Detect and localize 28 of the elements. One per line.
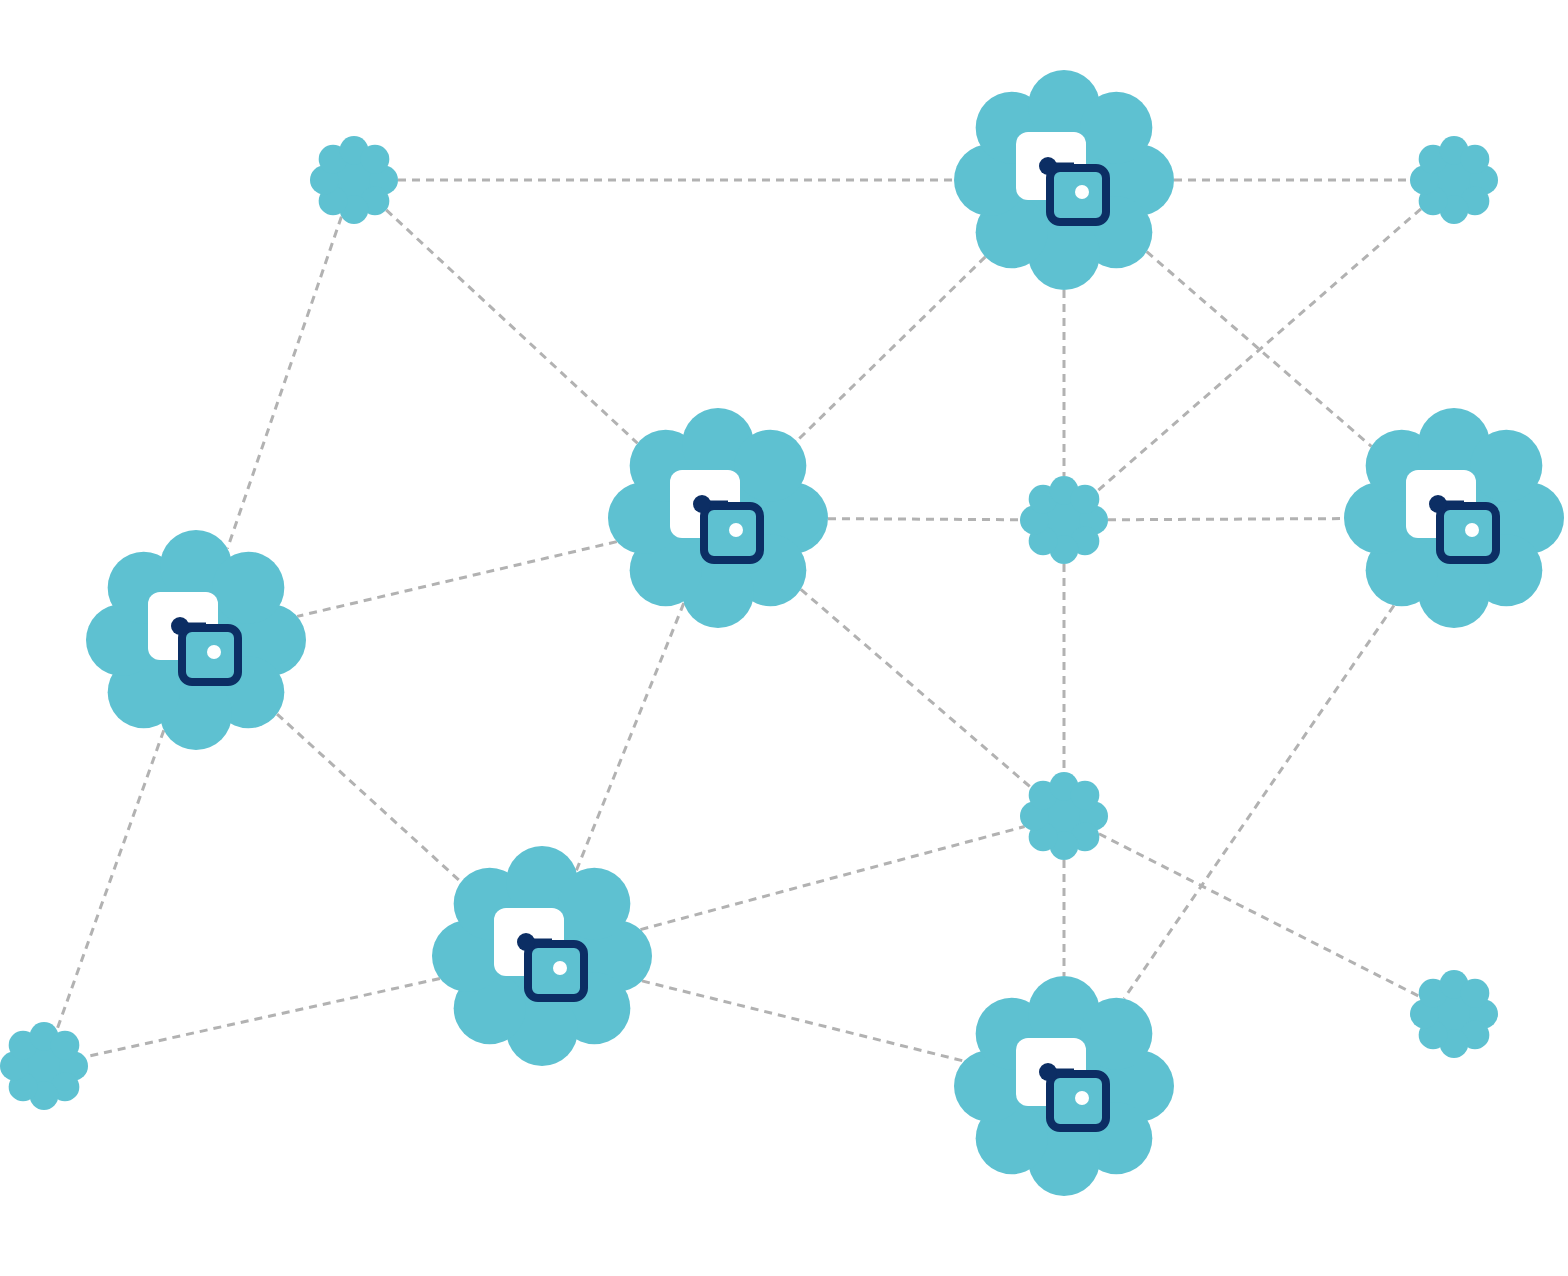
connector-line <box>1096 207 1422 493</box>
flower-node <box>1020 476 1108 564</box>
connector-line <box>84 977 441 1059</box>
connector-line <box>641 979 965 1063</box>
connector-line <box>276 712 462 884</box>
connector-line <box>1145 250 1373 448</box>
connector-line <box>1108 517 1344 522</box>
connector-line <box>296 540 618 618</box>
flower-node <box>1410 970 1498 1058</box>
connector-line <box>795 255 987 443</box>
connector-line <box>1122 604 1396 1000</box>
flower-node <box>0 1022 88 1110</box>
connector-line <box>226 216 343 549</box>
connector-line <box>799 588 1032 789</box>
connector-line <box>828 517 1020 522</box>
connector-line <box>385 208 639 445</box>
connector-line <box>574 602 686 872</box>
connector-line <box>640 825 1025 932</box>
connector-line <box>1174 178 1410 182</box>
connector-line <box>1098 832 1420 998</box>
flower-node <box>1020 772 1108 860</box>
connector-line <box>1062 564 1066 772</box>
flower-node <box>310 136 398 224</box>
flower-node <box>1410 136 1498 224</box>
connector-line <box>398 178 954 182</box>
connector-line <box>1062 290 1066 476</box>
connector-line <box>1062 860 1066 976</box>
connector-line <box>55 729 166 1031</box>
